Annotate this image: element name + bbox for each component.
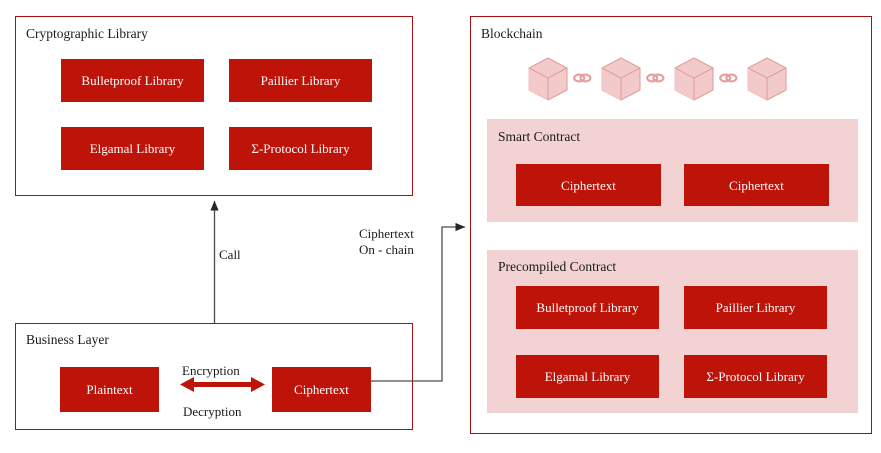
blockchain-chain-graphic — [527, 55, 792, 105]
label-call: Call — [219, 247, 241, 262]
chip-precompiled-elgamal-library[interactable]: Elgamal Library — [516, 355, 659, 398]
label-ciphertext-on-chain-line1: Ciphertext — [359, 226, 414, 241]
panel-title-business-layer: Business Layer — [26, 332, 109, 347]
chip-plaintext[interactable]: Plaintext — [60, 367, 159, 412]
subpanel-title-smart-contract: Smart Contract — [498, 129, 581, 144]
chip-ciphertext-business[interactable]: Ciphertext — [272, 367, 371, 412]
panel-title-cryptographic-library: Cryptographic Library — [26, 26, 148, 41]
subpanel-title-precompiled-contract: Precompiled Contract — [498, 259, 617, 274]
chip-precompiled-bulletproof-library[interactable]: Bulletproof Library — [516, 286, 659, 329]
chip-precompiled-paillier-library[interactable]: Paillier Library — [684, 286, 827, 329]
chip-paillier-library[interactable]: Paillier Library — [229, 59, 372, 102]
chip-elgamal-library[interactable]: Elgamal Library — [61, 127, 204, 170]
chip-ciphertext-smart-contract-1[interactable]: Ciphertext — [516, 164, 661, 206]
label-encryption: Encryption — [182, 363, 240, 378]
chip-bulletproof-library[interactable]: Bulletproof Library — [61, 59, 204, 102]
chip-ciphertext-smart-contract-2[interactable]: Ciphertext — [684, 164, 829, 206]
chip-sigma-protocol-library[interactable]: Σ-Protocol Library — [229, 127, 372, 170]
chip-precompiled-sigma-protocol-library[interactable]: Σ-Protocol Library — [684, 355, 827, 398]
label-decryption: Decryption — [183, 404, 242, 419]
label-ciphertext-on-chain-line2: On - chain — [359, 242, 414, 257]
panel-title-blockchain: Blockchain — [481, 26, 543, 41]
